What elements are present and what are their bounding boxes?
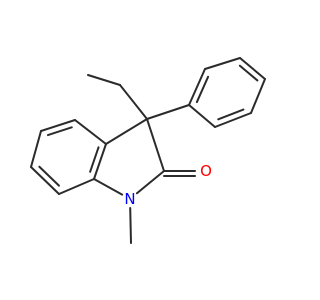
atom-label-oxygen: O [200, 162, 212, 180]
bond-p2-p3 [204, 57, 241, 70]
bond-c3a-c4 [74, 119, 107, 145]
bond-et1-et2 [87, 74, 121, 86]
bond-c3a-c3 [105, 118, 148, 145]
bond-c5-c6 [30, 130, 42, 168]
bond-p5-p6-inner [217, 108, 245, 121]
bond-p3-p4-inner [238, 64, 259, 82]
bond-c6-c7 [30, 166, 60, 195]
bond-p3-p4 [239, 57, 266, 80]
bond-c4-c5 [40, 119, 76, 132]
bond-p6-p1 [188, 104, 216, 128]
bond-c3-et1 [119, 84, 148, 120]
bonds-layer [30, 57, 266, 244]
atom-label-nitrogen: N [124, 190, 135, 208]
atom-labels-layer: O N [124, 162, 212, 208]
bond-p1-p2 [188, 68, 206, 106]
bond-c2-n1 [135, 170, 165, 195]
bond-c4-c5-inner [46, 126, 73, 137]
bond-n1-c7a [93, 178, 124, 196]
molecule-structure-diagram: O N [0, 0, 300, 300]
bond-c7a-c3a [93, 143, 107, 180]
bond-c7-c7a [58, 178, 95, 195]
bond-c6-c7-inner [38, 165, 60, 187]
bond-p4-p5 [250, 78, 266, 114]
bond-n1-me [129, 206, 132, 244]
bond-p1-p2-inner [195, 75, 210, 104]
diagram-background [0, 0, 300, 300]
bond-p5-p6 [214, 112, 252, 128]
bond-c7a-c3a-inner [89, 146, 100, 173]
bond-c3-c2 [146, 118, 165, 172]
bond-c3-p1 [146, 104, 190, 120]
